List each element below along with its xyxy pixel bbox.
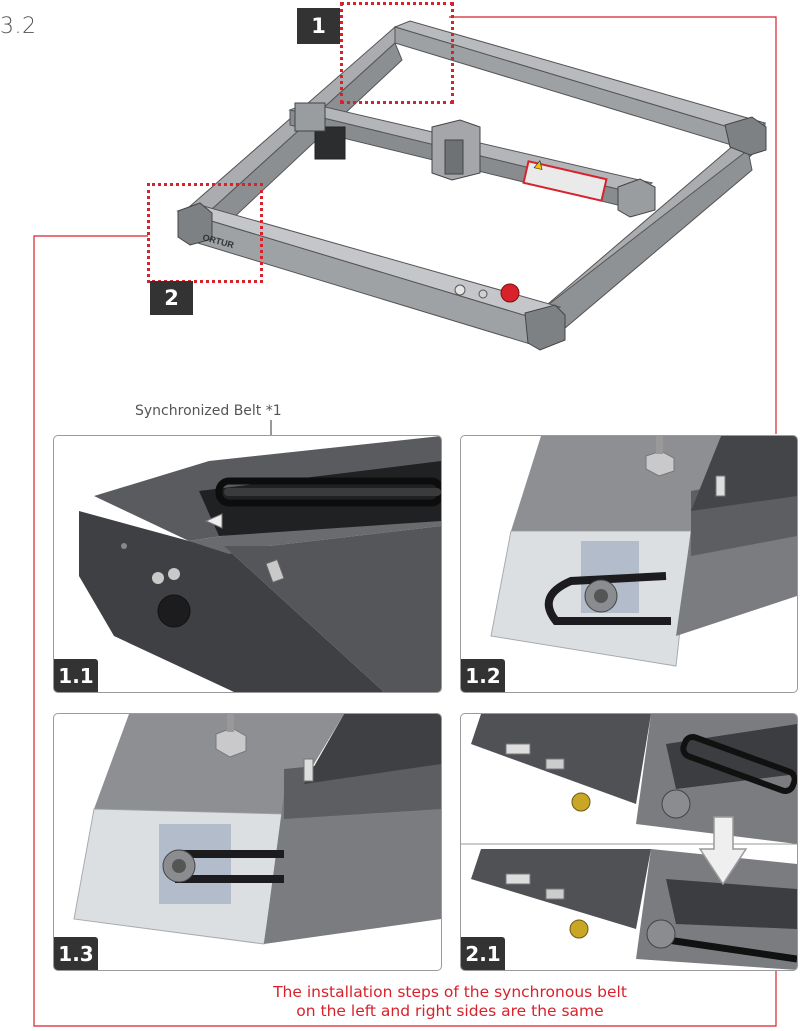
footer-note-line-1: The installation steps of the synchronou… [273,983,627,1001]
step-panel-1-3: 1.3 [53,713,442,971]
callout-badge-2: 2 [150,281,193,315]
step-panel-2-1: 2.1 [460,713,798,971]
step-1-2-illustration [490,436,797,667]
step-2-1-illustration [461,714,797,970]
step-panel-1-2: 1.2 [460,435,798,693]
panel-label-1-1: 1.1 [54,659,98,692]
step-1-1-illustration [79,436,441,692]
belt-caption: Synchronized Belt *1 [135,403,282,419]
panel-label-2-1: 2.1 [461,937,505,970]
footer-note: The installation steps of the synchronou… [150,983,750,1021]
step-panel-1-1: 1.1 [53,435,442,693]
footer-note-line-2: on the left and right sides are the same [296,1002,604,1020]
section-number: 3.2 [0,14,37,39]
panel-label-1-2: 1.2 [461,659,505,692]
step-1-3-illustration [73,714,441,945]
callout-badge-1: 1 [297,8,340,44]
highlight-box-2 [147,183,263,283]
panel-label-1-3: 1.3 [54,937,98,970]
highlight-box-1 [340,2,454,104]
